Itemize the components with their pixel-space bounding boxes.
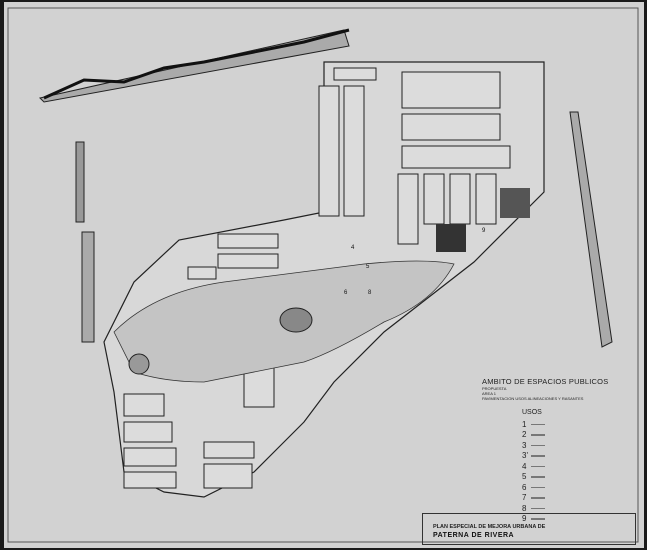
uso-item: 3 <box>522 440 545 451</box>
uso-item: 9 <box>522 514 545 525</box>
usos-legend: USOS 1 2 3 3' 4 5 6 7 8 9 <box>522 409 545 524</box>
elevation-top-skyline <box>43 28 350 100</box>
uso-item: 5 <box>522 472 545 483</box>
uso-item: 1 <box>522 419 545 430</box>
plan-label: 6 <box>344 290 348 296</box>
legend-subtitle: PROPUESTA <box>482 386 507 391</box>
uso-item: 8 <box>522 503 545 514</box>
legend-title: AMBITO DE ESPACIOS PUBLICOS <box>482 377 609 386</box>
usos-heading: USOS <box>522 409 542 416</box>
plan-sheet: 4 5 6 8 9 AMBITO DE ESPACIOS PUBLICOS PR… <box>4 2 644 548</box>
uso-item: 3' <box>522 451 545 462</box>
title-block: PLAN ESPECIAL DE MEJORA URBANA DE PATERN… <box>422 513 636 545</box>
plan-label: 9 <box>482 228 486 234</box>
uso-item: 7 <box>522 493 545 504</box>
legend: AMBITO DE ESPACIOS PUBLICOS PROPUESTA AR… <box>482 377 608 401</box>
plan-label: 8 <box>368 290 372 296</box>
central-roundabout <box>279 307 313 333</box>
plan-label: 4 <box>351 245 355 251</box>
dark-square <box>500 188 530 218</box>
legend-subtitle: PAVIMENTACION USOS ALINEACIONES Y RASANT… <box>482 396 584 401</box>
plan-label: 5 <box>366 264 370 270</box>
uso-item: 6 <box>522 482 545 493</box>
site-plan-drawing: 4 5 6 8 9 <box>7 7 639 543</box>
building-blocks <box>123 67 511 489</box>
legend-subtitle: AREA 1 <box>482 391 497 396</box>
uso-item: 4 <box>522 461 545 472</box>
elevation-right <box>569 111 613 348</box>
sheet-border <box>7 7 639 543</box>
title-line-2: PATERNA DE RIVERA <box>433 532 515 539</box>
dark-plaza <box>436 224 466 252</box>
elevation-left <box>75 141 85 223</box>
uso-item: 2 <box>522 430 545 441</box>
title-line-1: PLAN ESPECIAL DE MEJORA URBANA DE <box>433 524 546 530</box>
